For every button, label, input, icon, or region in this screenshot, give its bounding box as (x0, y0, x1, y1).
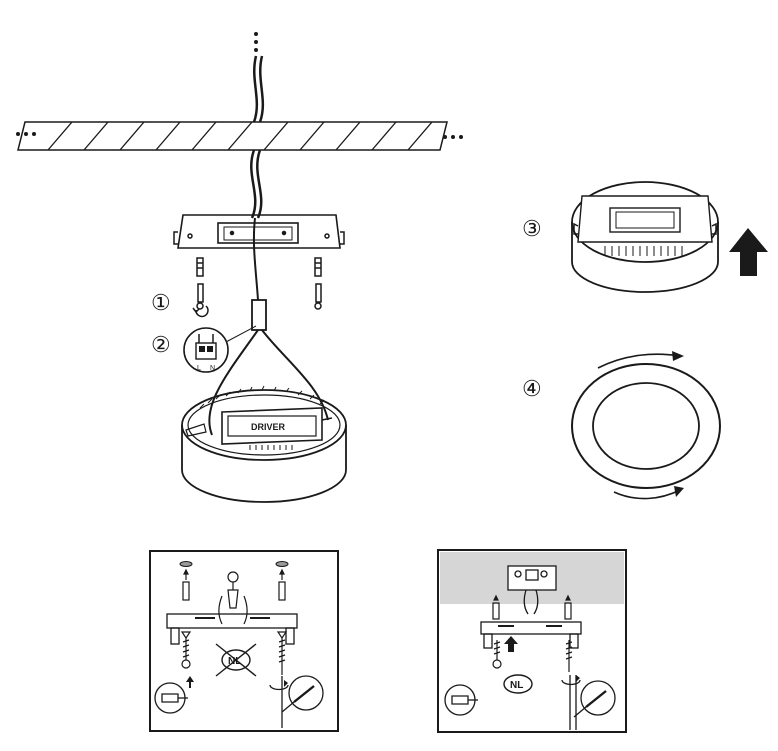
step-1-label: ① (151, 290, 171, 315)
ceiling-dots-top (254, 32, 258, 52)
step-3-label: ③ (522, 216, 542, 241)
step-2-label: ② (151, 332, 171, 357)
terminal-neutral-label: N (210, 365, 215, 372)
mounting-screws-right (492, 640, 573, 672)
rotate-arrow-icon (192, 305, 209, 318)
up-arrow-icon (729, 228, 768, 276)
ceiling-panel (17, 121, 448, 151)
wall-plugs-right (492, 594, 572, 620)
bracket-side-view (166, 613, 298, 645)
up-small-arrow-icon (186, 676, 194, 688)
no-nl-cross-icon: NL (215, 643, 257, 677)
bracket-install-panel-left: NL (149, 550, 339, 732)
nl-badge-right: NL (510, 680, 523, 691)
terminal-live-label: L (197, 365, 201, 372)
terminal-block-callout: L N (183, 325, 257, 373)
driver-label: DRIVER (251, 422, 286, 432)
bracket-install-panel-right: NL (437, 549, 627, 733)
nl-badge-right-icon: NL (503, 674, 533, 694)
connector-wire (208, 217, 329, 436)
bracket-side-view-right (480, 621, 582, 649)
cable-clip (218, 571, 248, 625)
mounting-bracket (173, 214, 345, 249)
power-cable (250, 55, 265, 219)
luminaire-mounted (571, 181, 719, 293)
junction-box (507, 565, 557, 615)
wall-plugs (182, 568, 286, 601)
mounting-screws (180, 631, 288, 675)
bracket-screws (196, 257, 322, 310)
led-driver: DRIVER (185, 407, 333, 450)
ceiling-dots-left (16, 132, 36, 136)
rotate-clockwise-top-arrow-icon (597, 351, 684, 369)
screwdriver-magnifier (269, 675, 324, 728)
ceiling-dots-right (443, 135, 463, 139)
luminaire-housing (181, 385, 347, 503)
luminaire-ring-front (571, 363, 721, 489)
drill-bit-magnifier-right (444, 684, 478, 716)
ceiling-holes (179, 561, 289, 567)
rotate-clockwise-bottom-arrow-icon (613, 486, 684, 500)
drill-bit-magnifier (154, 682, 188, 714)
screwdriver-magnifier-right (561, 675, 616, 730)
up-arrow-small-right-icon (504, 636, 518, 652)
step-4-label: ④ (522, 376, 542, 401)
